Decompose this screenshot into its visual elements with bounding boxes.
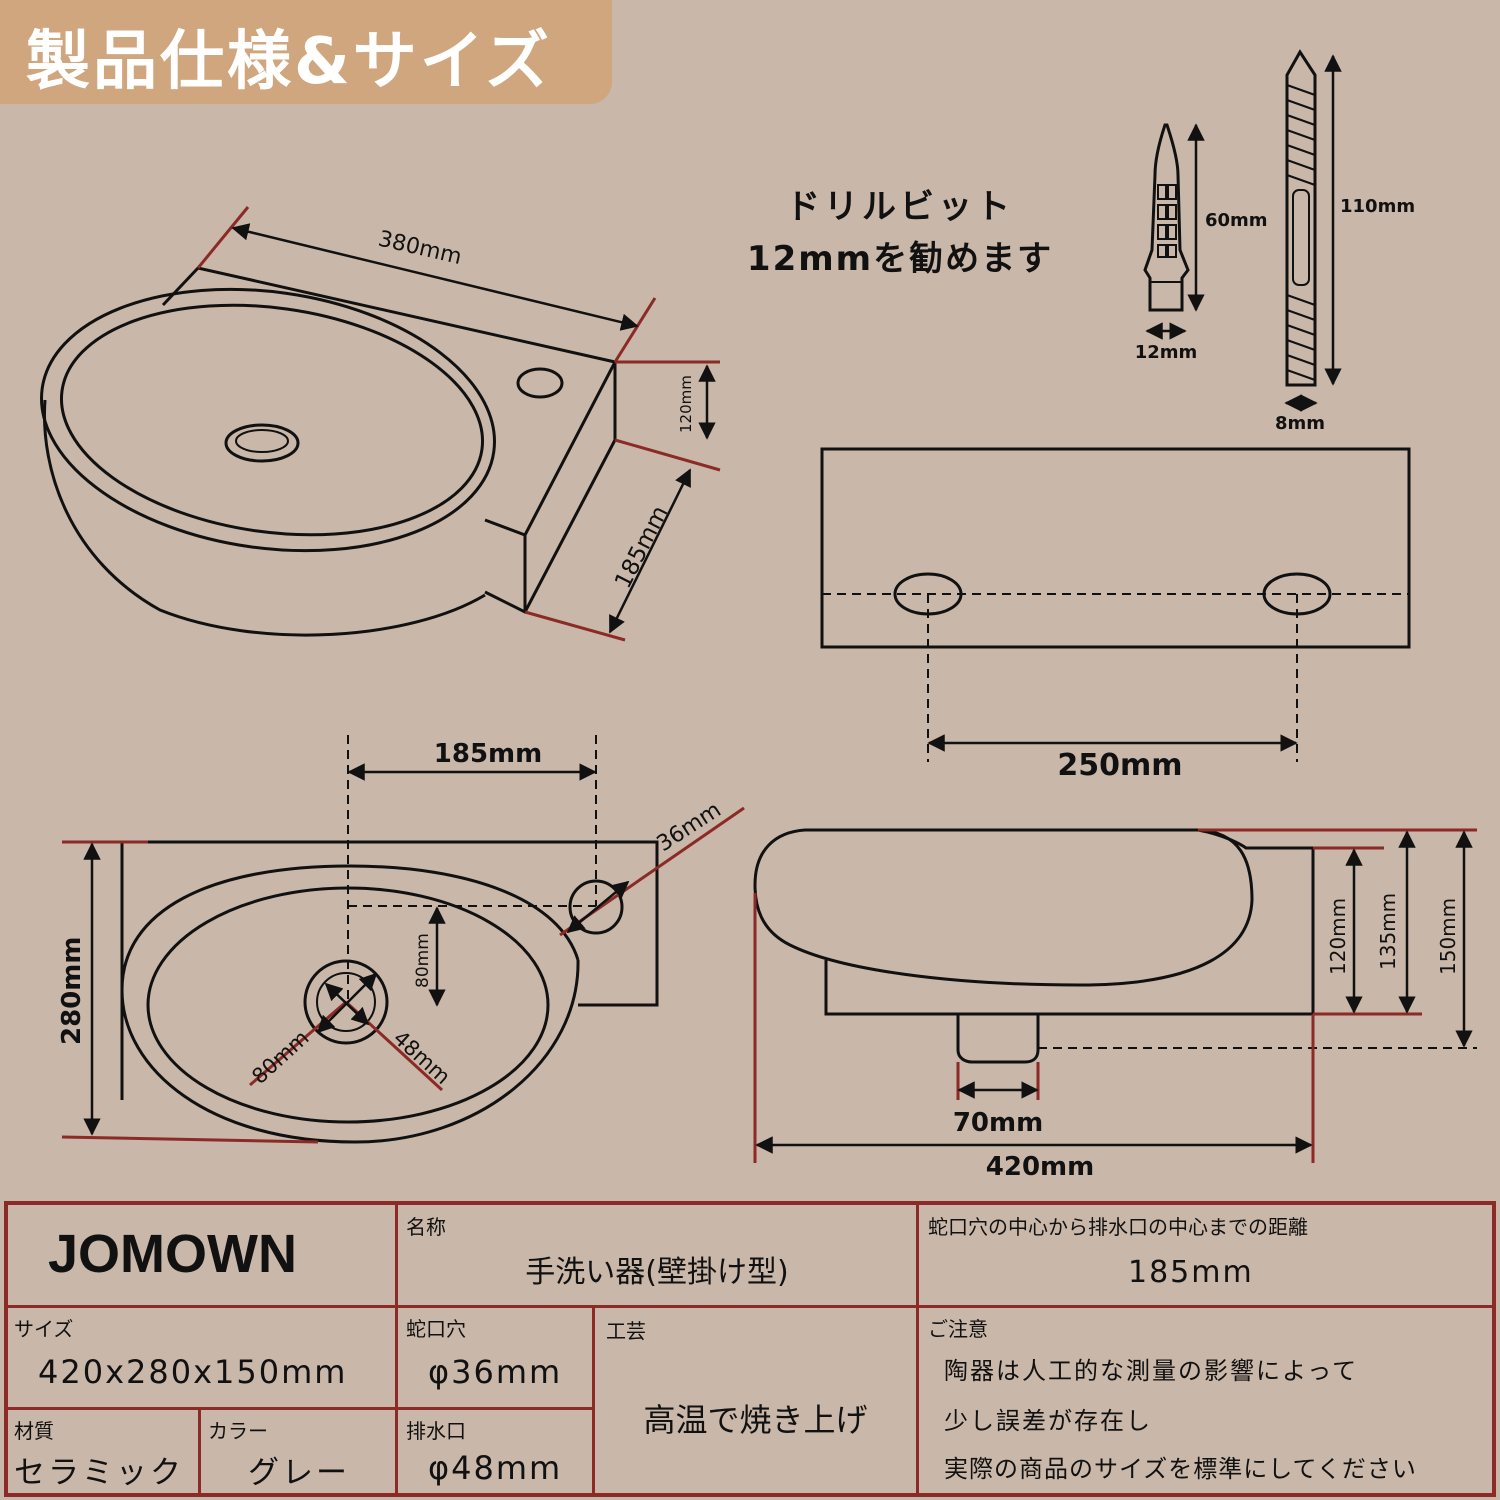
iso-faucet-hole — [516, 367, 564, 399]
top-offset-label: 80mm — [413, 933, 433, 988]
distance-label: 蛇口穴の中心から排水口の中心までの距離 — [928, 1215, 1308, 1239]
drain-value: φ48mm — [428, 1449, 563, 1487]
table-divider — [8, 1305, 1492, 1308]
iso-height-label: 120mm — [677, 375, 695, 433]
side-h3-label: 150mm — [1436, 898, 1460, 975]
table-divider — [916, 1205, 919, 1493]
side-h1-label: 120mm — [1326, 898, 1350, 975]
table-divider — [8, 1407, 595, 1410]
top-drain-outer-label: 80mm — [247, 1026, 313, 1089]
hole-spacing-label: 250mm — [1057, 748, 1182, 783]
iso-width-arrow — [231, 223, 639, 331]
anchor-body — [1143, 123, 1190, 312]
top-depth-label: 280mm — [57, 937, 87, 1045]
craft-label: 工芸 — [606, 1319, 646, 1343]
name-label: 名称 — [406, 1215, 446, 1239]
name-value: 手洗い器(壁掛け型) — [525, 1255, 789, 1290]
side-drain-pipe — [956, 1014, 1040, 1064]
top-view-drawing: 185mm 36mm 280mm 80mm 80mm 48mm — [57, 735, 745, 1144]
dimension-diagram: 380mm 120mm 185mm ドリルビット 12mmを勧めます 60mm … — [40, 49, 1477, 1182]
iso-width-label: 380mm — [376, 227, 464, 270]
back-view-drawing: 250mm — [820, 447, 1411, 783]
notice-line-3: 実際の商品のサイズを標準にしてください — [944, 1455, 1417, 1483]
top-faucet-drain-label: 185mm — [434, 739, 542, 769]
title-badge: 製品仕様&サイズ — [0, 0, 612, 104]
iso-top-back-edge — [161, 266, 617, 615]
size-label: サイズ — [14, 1317, 74, 1341]
faucet-hole-label: 蛇口穴 — [406, 1317, 466, 1341]
material-label: 材質 — [14, 1419, 54, 1443]
notice-line-1: 陶器は人工的な測量の影響によって — [944, 1357, 1359, 1385]
side-back-block — [824, 828, 1315, 1016]
back-panel — [820, 447, 1411, 649]
notice-label: ご注意 — [928, 1317, 988, 1341]
top-basin-outer — [120, 864, 580, 1144]
notice-line-2: 少し誤差が存在し — [944, 1407, 1152, 1435]
anchor-ribs — [1150, 184, 1182, 283]
bolt-threads — [1286, 84, 1316, 381]
side-basin-body — [753, 828, 1254, 987]
side-view-drawing: 120mm 135mm 150mm 70mm 420mm — [753, 828, 1477, 1182]
iso-depth-arrow — [608, 468, 692, 634]
anchor-diameter-label: 12mm — [1135, 342, 1198, 363]
drill-note-line2: 12mmを勧めます — [747, 239, 1053, 279]
top-guides — [347, 735, 597, 1000]
page-title: 製品仕様&サイズ — [26, 25, 552, 99]
bolt-diameter-label: 8mm — [1275, 413, 1325, 434]
iso-drain-outer — [224, 423, 300, 463]
faucet-hole-value: φ36mm — [428, 1353, 563, 1391]
top-faucet-hole-arrow — [566, 880, 630, 934]
top-outline — [120, 840, 659, 1100]
table-divider — [395, 1205, 398, 1493]
drain-label: 排水口 — [406, 1419, 466, 1443]
top-drain-inner-label: 48mm — [389, 1026, 455, 1089]
table-divider — [592, 1305, 595, 1493]
isometric-basin-drawing: 380mm 120mm 185mm — [40, 206, 721, 642]
top-drain-inner-arrow — [324, 982, 370, 1026]
drill-note-line1: ドリルビット — [786, 187, 1014, 227]
bolt-shank — [1292, 189, 1310, 286]
color-value: グレー — [248, 1455, 350, 1491]
distance-value: 185mm — [1128, 1255, 1254, 1290]
iso-right-face — [484, 361, 617, 612]
side-extension-lines — [753, 828, 1477, 1163]
brand-name: JOMOWN — [48, 1224, 297, 1284]
side-drain-width-label: 70mm — [953, 1108, 1043, 1138]
craft-value: 高温で焼き上げ — [643, 1401, 868, 1439]
anchor-length-label: 60mm — [1205, 210, 1268, 231]
top-extension-lines — [61, 840, 319, 1144]
iso-depth-label: 185mm — [610, 502, 673, 593]
bolt-body — [1285, 49, 1317, 387]
iso-basin-body — [42, 399, 486, 637]
table-divider — [198, 1407, 201, 1493]
material-value: セラミック — [14, 1455, 184, 1491]
side-width-label: 420mm — [986, 1152, 1094, 1182]
side-h2-label: 135mm — [1376, 893, 1400, 970]
spec-table: JOMOWN 名称 手洗い器(壁掛け型) 蛇口穴の中心から排水口の中心までの距離… — [4, 1201, 1496, 1497]
hanger-bolt-drawing: 110mm 8mm — [1275, 49, 1415, 434]
color-label: カラー — [208, 1419, 268, 1443]
bolt-length-label: 110mm — [1340, 196, 1415, 217]
size-value: 420x280x150mm — [38, 1353, 348, 1391]
wall-anchor-drawing: 60mm 12mm — [1135, 123, 1268, 363]
top-drain-outer — [303, 959, 389, 1045]
iso-drain-inner — [235, 429, 289, 453]
